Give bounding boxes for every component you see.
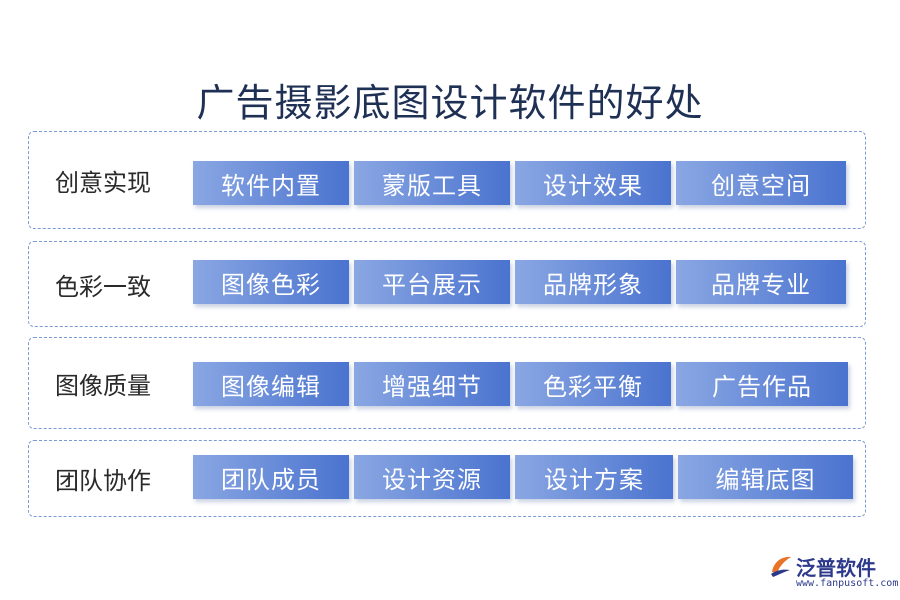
row-label: 创意实现: [55, 168, 151, 197]
row-label: 团队协作: [55, 467, 151, 495]
benefit-chip: 图像编辑: [193, 362, 349, 406]
benefit-chip: 图像色彩: [193, 260, 349, 304]
benefit-chip: 广告作品: [676, 362, 848, 406]
benefit-chip: 品牌形象: [515, 260, 671, 304]
benefit-chip: 软件内置: [193, 161, 349, 205]
row-label: 色彩一致: [55, 272, 151, 301]
benefit-row-teamwork: 团队协作 团队成员 设计资源 设计方案 编辑底图: [28, 440, 866, 517]
logo-name: 泛普软件: [796, 556, 876, 580]
benefit-row-creative: 创意实现 软件内置 蒙版工具 设计效果 创意空间: [28, 131, 866, 229]
benefit-chip: 团队成员: [193, 455, 349, 499]
benefit-chip: 平台展示: [354, 260, 510, 304]
fanpu-logo-icon: [771, 556, 791, 577]
benefit-chip: 品牌专业: [676, 260, 846, 304]
page-title: 广告摄影底图设计软件的好处: [196, 81, 704, 125]
row-label: 图像质量: [55, 371, 151, 400]
benefit-chip: 设计方案: [515, 455, 673, 499]
benefit-chip: 设计效果: [515, 161, 671, 205]
benefit-row-color: 色彩一致 图像色彩 平台展示 品牌形象 品牌专业: [28, 241, 866, 327]
benefit-chip: 创意空间: [676, 161, 846, 205]
benefit-chip: 设计资源: [354, 455, 510, 499]
benefit-chip: 色彩平衡: [515, 362, 671, 406]
benefit-row-quality: 图像质量 图像编辑 增强细节 色彩平衡 广告作品: [28, 337, 866, 429]
logo-url: www.fanpusoft.com: [796, 578, 899, 589]
brand-logo: 泛普软件 www.fanpusoft.com: [768, 552, 899, 596]
benefit-chip: 编辑底图: [678, 455, 853, 499]
benefit-chip: 增强细节: [354, 362, 510, 406]
benefit-chip: 蒙版工具: [354, 161, 510, 205]
